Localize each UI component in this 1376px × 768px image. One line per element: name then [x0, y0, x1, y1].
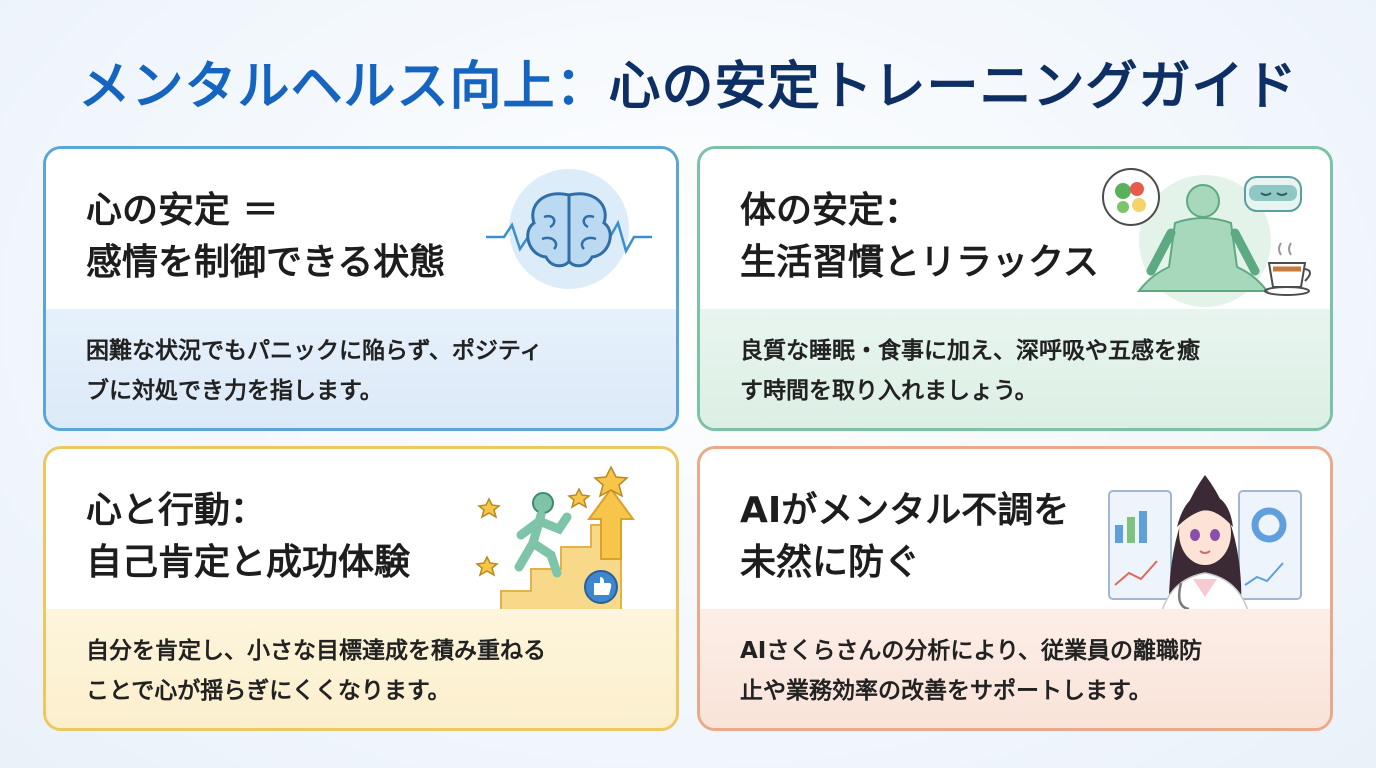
card-mind-behavior: 心と行動： 自己肯定と成功体験 自分を肯定し、小さな目標達成を積み重ねる ことで… [43, 446, 679, 731]
card-body-text: 困難な状況でもパニックに陥らず、ポジティ ブに対処でき力を指します。 [86, 331, 646, 411]
card-body-area: AIさくらさんの分析により、従業員の離職防 止や業務効率の改善をサポートします。 [700, 609, 1330, 728]
card-body-text: 良質な睡眠・食事に加え、深呼吸や五感を癒 す時間を取り入れましょう。 [740, 331, 1300, 411]
body-line-2: ことで心が揺らぎにくくなります。 [86, 678, 451, 704]
card-heading: 心と行動： 自己肯定と成功体験 [86, 485, 410, 589]
heading-line-2: 自己肯定と成功体験 [86, 542, 411, 583]
title-part-1: メンタルヘルス向上： [78, 57, 609, 117]
card-body-area: 困難な状況でもパニックに陥らず、ポジティ ブに対処でき力を指します。 [46, 309, 676, 428]
heading-line-2: 未然に防ぐ [740, 542, 921, 583]
heading-line-1: 心の安定 ＝ [86, 190, 279, 231]
card-body-text: 自分を肯定し、小さな目標達成を積み重ねる ことで心が揺らぎにくくなります。 [86, 631, 646, 711]
body-line-2: 止や業務効率の改善をサポートします。 [740, 678, 1152, 704]
body-line-2: す時間を取り入れましょう。 [740, 378, 1038, 404]
card-body-area: 自分を肯定し、小さな目標達成を積み重ねる ことで心が揺らぎにくくなります。 [46, 609, 676, 728]
title-part-2: 心の安定トレーニングガイド [608, 57, 1298, 117]
page-title: メンタルヘルス向上：心の安定トレーニングガイド [0, 44, 1376, 119]
card-header-area: 心の安定 ＝ 感情を制御できる状態 [46, 149, 676, 312]
body-line-1: 良質な睡眠・食事に加え、深呼吸や五感を癒 [740, 338, 1200, 364]
card-body-stability: 体の安定： 生活習慣とリラックス 良質な睡眠・食事に加え、深呼吸や五感を癒 [697, 146, 1333, 431]
card-body-area: 良質な睡眠・食事に加え、深呼吸や五感を癒 す時間を取り入れましょう。 [700, 309, 1330, 428]
card-ai-prevention: AIがメンタル不調を 未然に防ぐ AIさくらさんの分析により、従業員の離職防 [697, 446, 1333, 731]
meditation-icon [1102, 168, 1311, 307]
heading-line-2: 感情を制御できる状態 [86, 242, 446, 283]
card-heading: 体の安定： 生活習慣とリラックス [740, 185, 1099, 289]
card-heading: AIがメンタル不調を 未然に防ぐ [740, 485, 1069, 589]
card-mind-stability: 心の安定 ＝ 感情を制御できる状態 困難な状況でもパニックに陥らず、ポジティ ブ… [43, 146, 679, 431]
body-line-1: 困難な状況でもパニックに陥らず、ポジティ [86, 338, 543, 364]
body-line-1: AIさくらさんの分析により、従業員の離職防 [740, 638, 1202, 664]
heading-line-1: AIがメンタル不調を [740, 490, 1070, 531]
heading-line-1: 心と行動： [86, 490, 267, 531]
body-line-2: ブに対処でき力を指します。 [86, 378, 383, 404]
heading-line-1: 体の安定： [740, 190, 921, 231]
card-heading: 心の安定 ＝ 感情を制御できる状態 [86, 185, 445, 289]
card-header-area: 体の安定： 生活習慣とリラックス [700, 149, 1330, 312]
heading-line-2: 生活習慣とリラックス [740, 242, 1099, 283]
stairs-climbing-icon [475, 465, 635, 613]
card-header-area: AIがメンタル不調を 未然に防ぐ [700, 449, 1330, 614]
card-body-text: AIさくらさんの分析により、従業員の離職防 止や業務効率の改善をサポートします。 [740, 631, 1300, 711]
body-line-1: 自分を肯定し、小さな目標達成を積み重ねる [86, 638, 546, 664]
brain-icon [486, 169, 652, 289]
card-header-area: 心と行動： 自己肯定と成功体験 [46, 449, 676, 613]
ai-doctor-icon [1108, 475, 1302, 614]
